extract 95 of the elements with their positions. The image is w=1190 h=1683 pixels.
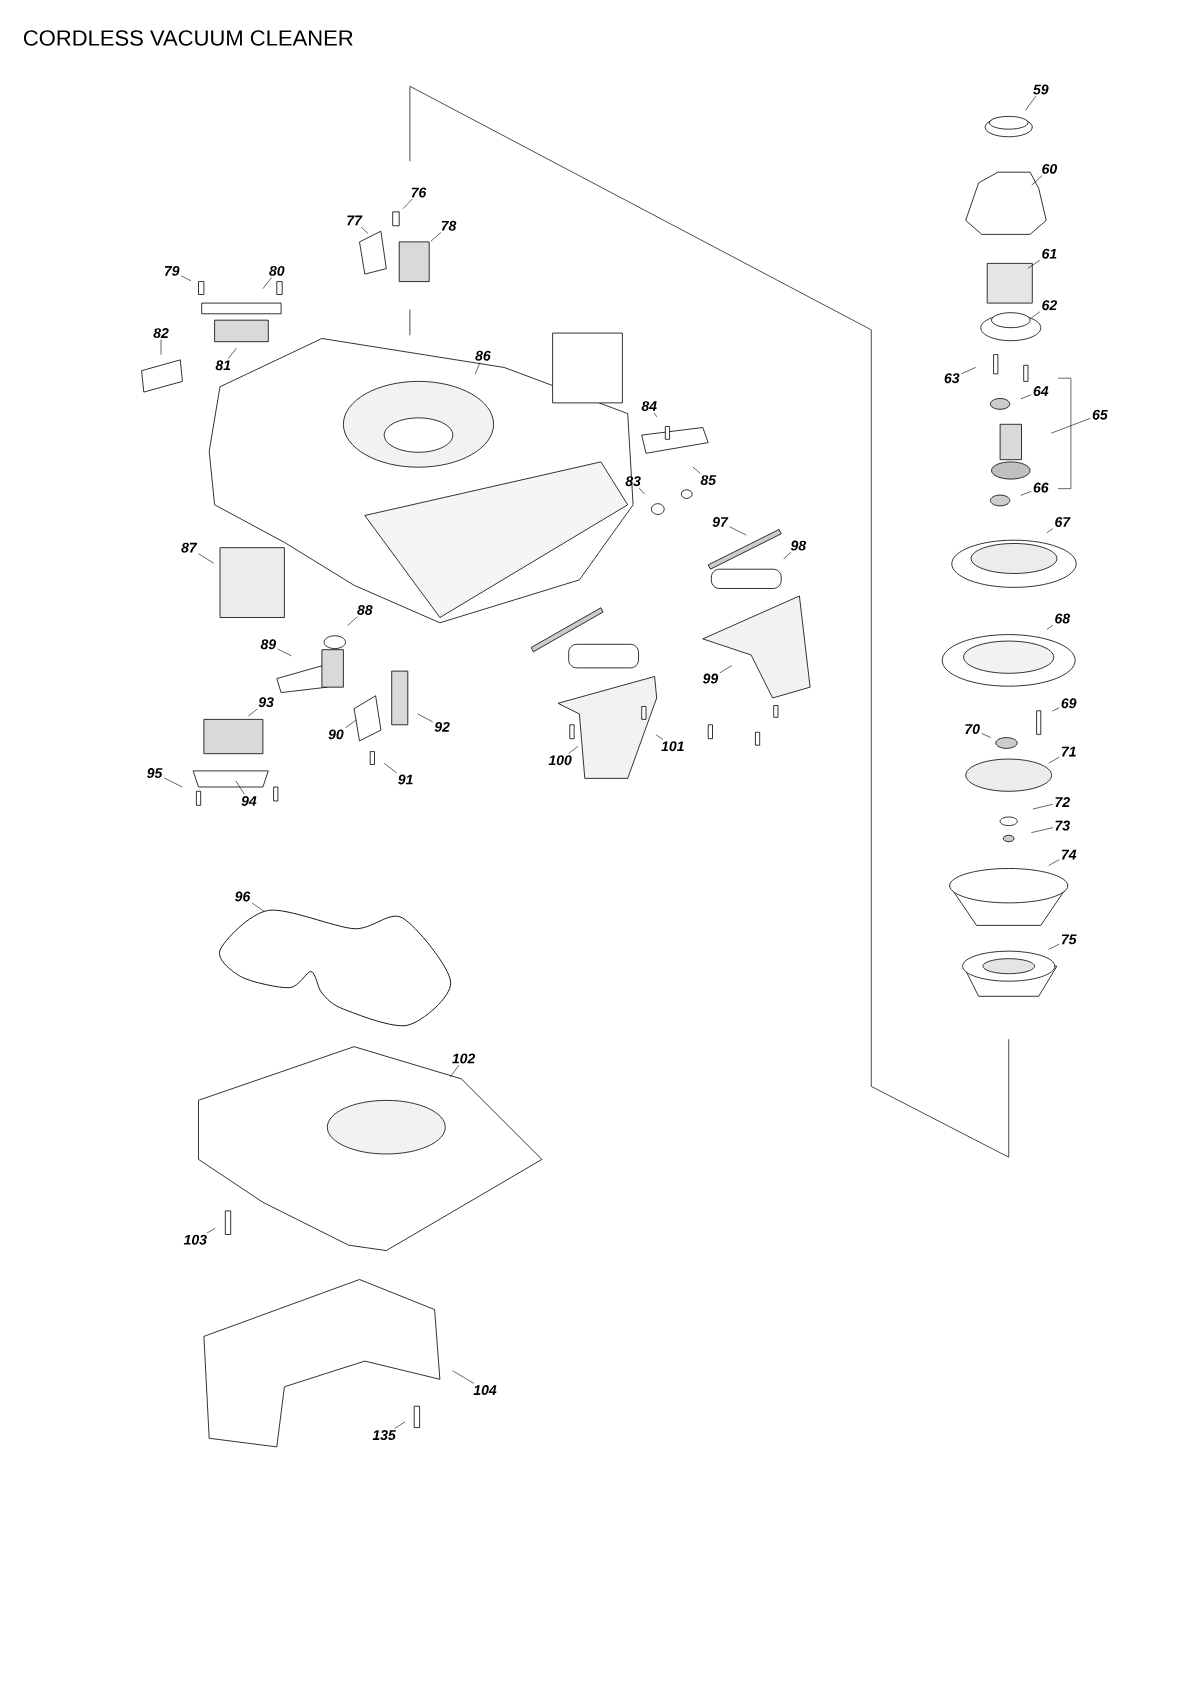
callout-number: 89: [260, 639, 277, 650]
leader-line: [568, 746, 579, 754]
callout-number: 61: [1042, 248, 1057, 259]
callout-number: 75: [1061, 934, 1077, 945]
callout-number: 103: [183, 1234, 207, 1245]
callout-number: 82: [153, 328, 169, 339]
leader-line: [692, 466, 701, 474]
callout-number: 92: [434, 721, 450, 732]
callout-number: 64: [1033, 386, 1049, 397]
callout-number: 69: [1061, 698, 1077, 709]
leader-line: [1048, 859, 1060, 866]
leader-line: [345, 719, 357, 729]
callout-number: 90: [328, 729, 344, 740]
leader-line: [160, 339, 162, 355]
callout-number: 77: [347, 215, 363, 226]
leader-line: [277, 648, 292, 657]
leader-line: [383, 763, 398, 774]
callout-number: 104: [473, 1385, 497, 1396]
leader-line: [417, 713, 433, 723]
callout-number: 80: [269, 265, 285, 276]
callout-number: 135: [372, 1430, 396, 1441]
leader-line: [180, 275, 192, 282]
callout-number: 93: [258, 697, 274, 708]
callout-number: 68: [1055, 613, 1071, 624]
leader-line: [1027, 259, 1041, 269]
callout-number: 67: [1055, 517, 1071, 527]
leader-line: [430, 232, 442, 242]
callout-number: 102: [452, 1053, 476, 1064]
leader-line: [1025, 95, 1037, 111]
callout-number: 65: [1092, 409, 1108, 420]
leader-line: [729, 526, 747, 536]
callout-number: 95: [147, 768, 163, 779]
callout-number: 98: [790, 540, 807, 551]
callout-number: 71: [1061, 746, 1076, 757]
callout-number: 84: [641, 401, 657, 412]
callout-number: 101: [661, 741, 684, 752]
leader-line: [783, 551, 792, 559]
leader-line: [402, 198, 413, 210]
leader-line: [228, 348, 237, 359]
leader-line: [1031, 175, 1043, 186]
callout-number: 94: [241, 796, 257, 806]
leader-line: [1020, 394, 1032, 400]
leader-line: [1046, 528, 1054, 534]
callout-number: 60: [1042, 163, 1058, 174]
callout-number: 99: [702, 673, 719, 684]
callout-number: 78: [441, 220, 457, 231]
callout-number: 97: [712, 517, 729, 527]
leader-line: [653, 412, 658, 418]
callout-number: 66: [1033, 482, 1049, 493]
leader-line: [981, 733, 991, 738]
callout-number: 70: [965, 724, 980, 735]
leader-line: [1048, 943, 1060, 950]
callout-number: 62: [1042, 300, 1058, 311]
leader-line: [1031, 827, 1054, 833]
callout-number: 83: [625, 476, 641, 487]
leader-line: [360, 226, 369, 234]
leader-line: [206, 1227, 216, 1234]
callout-number: 81: [215, 360, 231, 371]
leader-line: [450, 1064, 460, 1078]
leader-line: [452, 1370, 475, 1384]
leader-line: [198, 553, 214, 564]
callout-number: 96: [235, 891, 251, 902]
callout-number: 85: [700, 475, 717, 486]
leader-line: [719, 665, 733, 674]
leader-line: [262, 277, 272, 289]
leader-line: [1046, 624, 1054, 630]
leader-line: [251, 902, 266, 913]
callout-number: 74: [1061, 849, 1077, 860]
callout-number: 73: [1055, 820, 1070, 831]
callout-number: 79: [164, 265, 180, 276]
leader-line: [1020, 491, 1032, 496]
leader-line: [1052, 707, 1060, 712]
leader-line: [474, 362, 481, 375]
leader-line: [655, 734, 664, 740]
leader-line: [1048, 756, 1060, 764]
callout-number: 59: [1033, 84, 1049, 95]
callout-number: 76: [411, 187, 427, 198]
leader-line: [248, 708, 258, 717]
title: CORDLESS VACUUM CLEANER: [23, 30, 353, 46]
leader-line: [347, 616, 358, 626]
leader-line: [394, 1421, 406, 1429]
leader-line: [1032, 803, 1054, 810]
leader-line: [638, 487, 645, 495]
callout-number: 63: [944, 373, 960, 384]
leader-line: [961, 367, 976, 375]
callout-number: 100: [548, 755, 572, 766]
callout-number: 88: [357, 605, 373, 615]
callout-number: 87: [181, 542, 198, 553]
leader-line: [1031, 311, 1041, 318]
leader-line: [1050, 418, 1091, 434]
callout-number: 91: [398, 774, 413, 785]
leader-line: [163, 777, 183, 788]
leader-line: [235, 780, 245, 795]
callout-number: 72: [1055, 797, 1070, 807]
callout-number: 86: [475, 350, 491, 361]
